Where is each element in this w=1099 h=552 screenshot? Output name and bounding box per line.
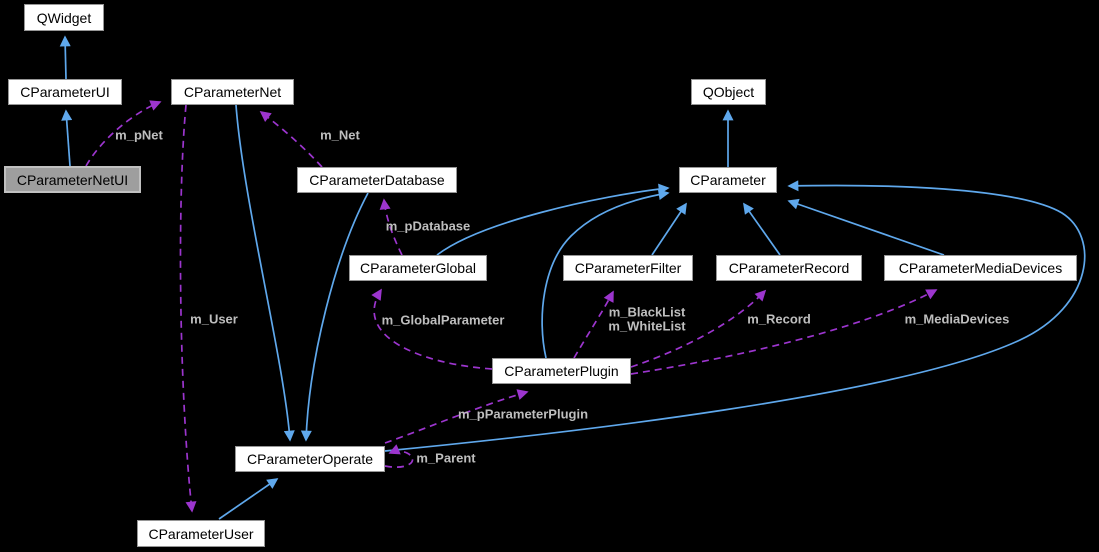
node-cparameterplugin[interactable]: CParameterPlugin (492, 358, 631, 384)
edge-m-globalparameter (371, 288, 493, 370)
edge-m-pparameterplugin (384, 389, 529, 444)
node-cparameterglobal[interactable]: CParameterGlobal (349, 255, 487, 281)
edge-m-blacklist-whitelist (573, 290, 614, 359)
edge-m-record (630, 289, 767, 368)
node-cparameterdatabase[interactable]: CParameterDatabase (297, 167, 457, 193)
edge-m-user (179, 104, 197, 513)
node-qwidget[interactable]: QWidget (24, 4, 104, 31)
node-qobject[interactable]: QObject (691, 79, 766, 105)
edge-cparameterui-to-qwidget (59, 35, 71, 80)
edge-cparameternet-to-cparameteroperate (235, 104, 295, 442)
node-cparameterfilter[interactable]: CParameterFilter (563, 255, 693, 281)
edge-m-mediadevices (630, 289, 938, 375)
edge-m-net (259, 110, 323, 168)
edge-m-pdatabase (379, 198, 403, 256)
edge-cparameteroperate-to-cparameter (384, 180, 1086, 452)
node-cparameter[interactable]: CParameter (679, 167, 777, 193)
edge-cparameteruser-to-cparameteroperate (218, 478, 279, 520)
edge-cparameterrecord-to-cparameter (743, 202, 781, 256)
node-cparameteroperate[interactable]: CParameterOperate (235, 446, 385, 472)
edge-cparameterfilter-to-cparameter (651, 202, 687, 256)
node-cparameterui[interactable]: CParameterUI (8, 79, 122, 105)
edge-m-pnet (85, 100, 162, 167)
node-cparametermediadevices[interactable]: CParameterMediaDevices (884, 255, 1077, 281)
edge-m-parent-self-loop (384, 444, 414, 468)
edge-cparameterplugin-to-cparameter (541, 189, 670, 359)
node-cparameterrecord[interactable]: CParameterRecord (716, 255, 862, 281)
edge-cparameterdatabase-to-cparameteroperate (300, 192, 369, 442)
node-cparameternet[interactable]: CParameterNet (171, 79, 294, 105)
edge-cparametermediadevices-to-cparameter (787, 198, 945, 256)
node-cparameternetui: CParameterNetUI (4, 166, 141, 193)
edge-cparameterglobal-to-cparameter (436, 183, 670, 256)
edge-cparameternetui-to-cparameterui (61, 109, 73, 167)
node-cparameteruser[interactable]: CParameterUser (137, 520, 265, 547)
